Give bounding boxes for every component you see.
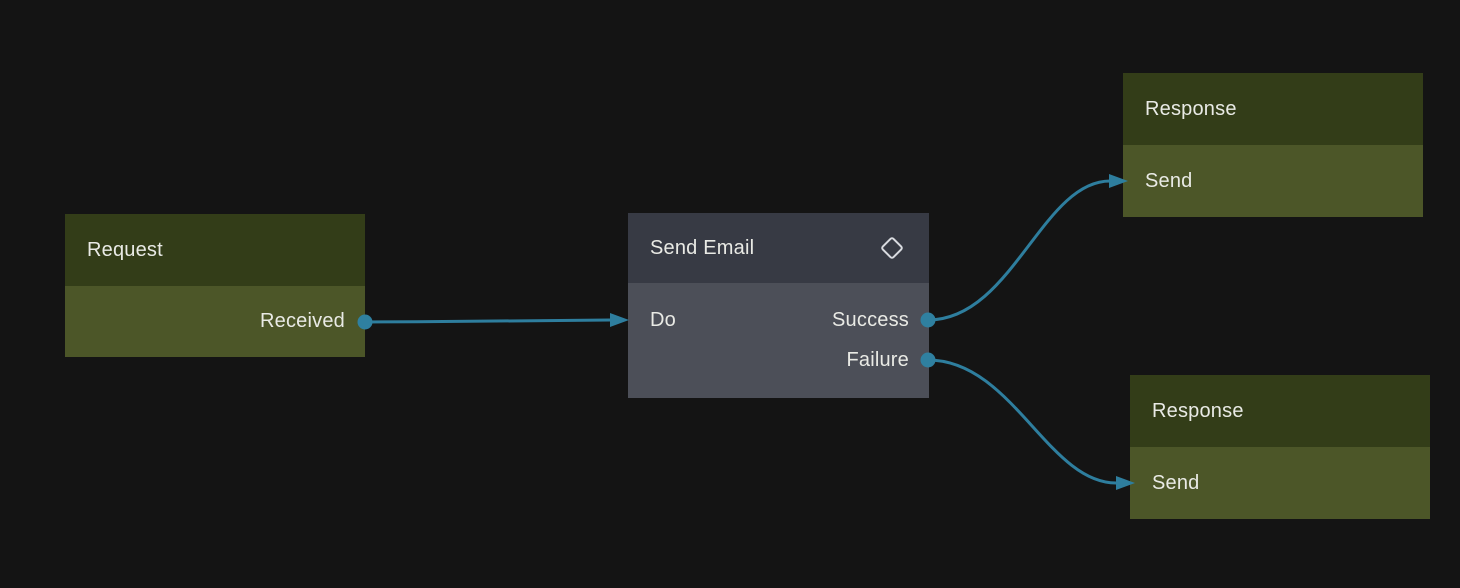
node-response-success-header[interactable]: Response bbox=[1123, 73, 1423, 145]
port-row-failure: Failure bbox=[628, 340, 929, 380]
port-label-send-failure: Send bbox=[1152, 471, 1200, 494]
node-response-success-title: Response bbox=[1145, 97, 1237, 120]
port-label-success: Success bbox=[832, 308, 909, 331]
node-request-header[interactable]: Request bbox=[65, 214, 365, 286]
port-dot-failure[interactable] bbox=[920, 352, 936, 368]
node-response-failure-header[interactable]: Response bbox=[1130, 375, 1430, 447]
port-label-failure: Failure bbox=[846, 348, 909, 371]
port-dot-success[interactable] bbox=[920, 312, 936, 328]
node-response-failure[interactable]: Response Send bbox=[1130, 375, 1430, 519]
edge-received-to-do[interactable] bbox=[364, 318, 611, 324]
node-request-body: Received bbox=[65, 286, 365, 357]
node-send-email[interactable]: Send Email Do Success Failure bbox=[628, 213, 929, 398]
node-response-success[interactable]: Response Send bbox=[1123, 73, 1423, 217]
node-send-email-body: Do Success Failure bbox=[628, 283, 929, 398]
node-response-failure-title: Response bbox=[1152, 399, 1244, 422]
node-request[interactable]: Request Received bbox=[65, 214, 365, 357]
diamond-icon[interactable] bbox=[879, 235, 905, 261]
port-row-do-success: Do Success bbox=[628, 300, 929, 340]
edge-failure-to-send[interactable] bbox=[927, 358, 1117, 485]
node-response-success-body: Send bbox=[1123, 145, 1423, 217]
port-label-received: Received bbox=[260, 310, 345, 332]
edge-success-to-send[interactable] bbox=[927, 179, 1111, 322]
port-label-do: Do bbox=[650, 308, 676, 331]
node-response-failure-body: Send bbox=[1130, 447, 1430, 519]
node-send-email-header[interactable]: Send Email bbox=[628, 213, 929, 283]
node-send-email-title: Send Email bbox=[650, 236, 755, 259]
node-request-title: Request bbox=[87, 238, 163, 261]
port-dot-received[interactable] bbox=[357, 314, 373, 330]
port-label-send-success: Send bbox=[1145, 169, 1193, 192]
arrowhead-do-input bbox=[610, 313, 629, 327]
